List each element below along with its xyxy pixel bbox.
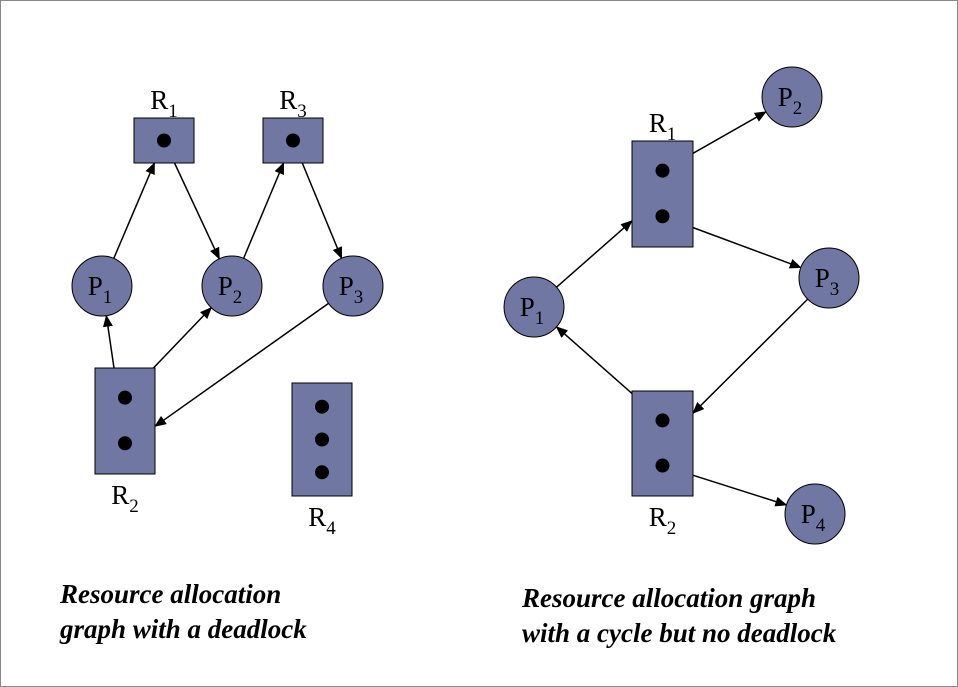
label-subscript: 3 — [830, 279, 840, 300]
resource-box — [631, 390, 694, 497]
request-edge-p1-r1 — [556, 220, 633, 288]
process-circle — [798, 247, 860, 309]
process-circle — [201, 255, 263, 317]
process-p3: P3 — [798, 247, 860, 309]
label-letter: R — [649, 502, 667, 532]
instance-dot — [655, 458, 670, 473]
resource-label: R1 — [150, 85, 178, 122]
process-circle — [71, 255, 133, 317]
label-letter: P — [801, 499, 816, 529]
process-p4: P4 — [784, 483, 846, 545]
resource-r2: R2 — [631, 390, 694, 539]
instance-dot — [655, 209, 670, 224]
request-edge-p3-r2 — [692, 298, 809, 414]
caption-cycle-no-deadlock: Resource allocation graph with a cycle b… — [522, 581, 836, 651]
process-circle — [322, 255, 384, 317]
label-subscript: 2 — [233, 287, 243, 308]
process-p1: P1 — [71, 255, 133, 317]
process-circle — [761, 66, 823, 128]
label-letter: R — [279, 85, 297, 115]
process-circle — [784, 483, 846, 545]
resource-label: R2 — [649, 502, 677, 539]
label-subscript: 3 — [297, 101, 307, 122]
resource-box — [631, 140, 694, 248]
caption-deadlock: Resource allocation graph with a deadloc… — [60, 577, 307, 647]
process-label: P3 — [339, 271, 364, 308]
process-p3: P3 — [322, 255, 384, 317]
process-label: P1 — [88, 271, 113, 308]
caption-line-1: Resource allocation — [60, 579, 282, 609]
resource-label: R3 — [279, 85, 307, 122]
request-edge-p2-r3 — [242, 162, 285, 259]
process-label: P4 — [801, 499, 826, 536]
instance-dot — [315, 465, 329, 480]
label-subscript: 3 — [354, 287, 364, 308]
resource-label: R2 — [111, 480, 139, 517]
process-p1: P1 — [503, 276, 565, 338]
instance-dot — [286, 133, 300, 148]
label-subscript: 2 — [667, 518, 677, 539]
instance-dot — [118, 436, 132, 451]
label-letter: R — [308, 502, 326, 532]
label-subscript: 2 — [129, 496, 139, 517]
label-subscript: 4 — [816, 515, 826, 536]
instance-dot — [655, 413, 670, 428]
resource-label: R4 — [308, 502, 336, 539]
request-edge-p1-r1 — [113, 162, 156, 259]
process-label: P2 — [778, 82, 803, 119]
resource-r4: R4 — [291, 382, 353, 539]
label-letter: P — [815, 263, 830, 293]
resource-r2: R2 — [94, 367, 156, 517]
label-subscript: 4 — [326, 518, 336, 539]
label-subscript: 1 — [168, 101, 178, 122]
process-label: P3 — [815, 263, 840, 300]
instance-dot — [315, 399, 329, 414]
label-subscript: 1 — [535, 308, 545, 329]
label-letter: P — [520, 292, 535, 322]
resource-r1: R1 — [631, 108, 694, 248]
process-p2: P2 — [201, 255, 263, 317]
resource-label: R1 — [649, 108, 677, 145]
process-p2: P2 — [761, 66, 823, 128]
label-letter: P — [339, 271, 354, 301]
resource-r1: R1 — [133, 85, 195, 164]
instance-dot — [315, 432, 329, 447]
caption-line-1: Resource allocation graph — [522, 583, 817, 613]
resource-box — [94, 367, 156, 475]
process-label: P2 — [218, 271, 243, 308]
label-letter: P — [778, 82, 793, 112]
label-subscript: 2 — [793, 98, 803, 119]
label-letter: P — [218, 271, 233, 301]
label-letter: R — [150, 85, 168, 115]
label-subscript: 1 — [667, 124, 677, 145]
process-circle — [503, 276, 565, 338]
label-letter: P — [88, 271, 103, 301]
label-subscript: 1 — [103, 287, 113, 308]
label-letter: R — [111, 480, 129, 510]
request-edge-p3-r2 — [154, 302, 329, 427]
process-label: P1 — [520, 292, 545, 329]
caption-line-2: with a cycle but no deadlock — [522, 618, 837, 648]
instance-dot — [655, 163, 670, 178]
resource-r3: R3 — [262, 85, 324, 164]
caption-line-2: graph with a deadlock — [60, 614, 307, 644]
instance-dot — [118, 390, 132, 405]
label-letter: R — [649, 108, 667, 138]
instance-dot — [157, 133, 171, 148]
